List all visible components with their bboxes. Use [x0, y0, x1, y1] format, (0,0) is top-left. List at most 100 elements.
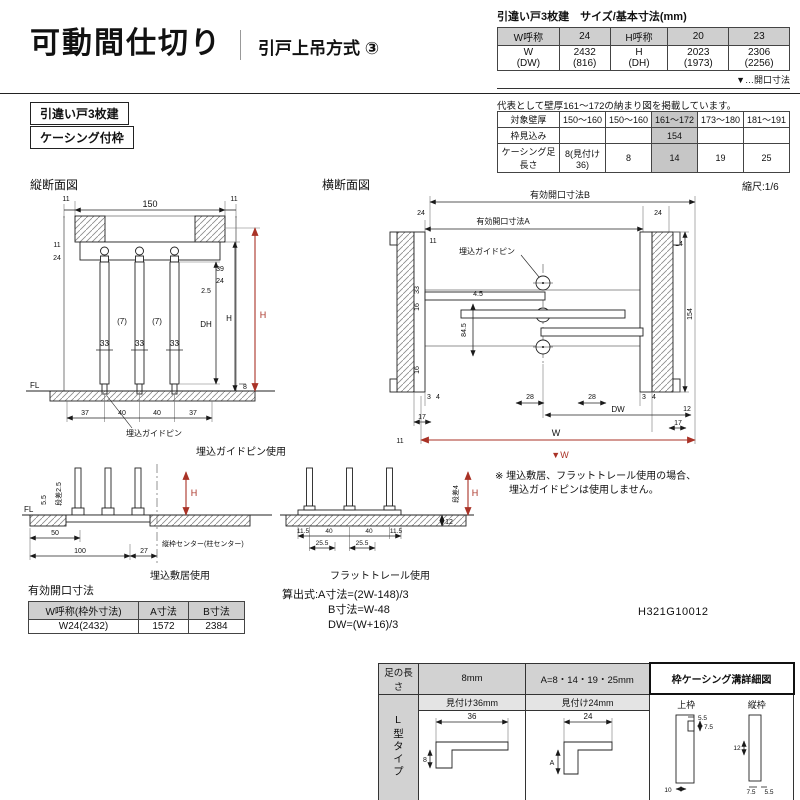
dim-25-5: 25.5: [356, 540, 369, 547]
casing-right-bottom: [672, 378, 681, 393]
casing-24-profile: 24 A: [549, 712, 613, 775]
leg-length-header: 足の長さ: [378, 662, 419, 695]
recessed-sill-detail-drawing: FL 5.5 段差2.5 H 50 100 27 縦枠センター(柱センター): [22, 464, 272, 564]
dim-11-5: 11.5: [297, 528, 310, 535]
method-number: ③: [364, 39, 380, 58]
dim-4: 4: [436, 394, 440, 401]
vsec-side-dimensions: 11 24 39 24 2.5 (7) (7) 33 33 33 DH H H …: [30, 227, 266, 392]
dim-33: 33: [414, 286, 421, 294]
dim-33: 33: [170, 339, 179, 348]
dim-DH: DH: [200, 320, 212, 329]
dim-28: 28: [588, 394, 596, 401]
dim-40: 40: [365, 528, 373, 535]
dim-11-5: 11.5: [390, 528, 403, 535]
opening-header: B寸法: [188, 601, 245, 620]
vertical-frame-label: 縦枠: [747, 700, 766, 710]
door-shoe: [131, 507, 145, 516]
wall-row-label: 対象壁厚: [497, 111, 560, 128]
wall-row-label: 枠見込み: [497, 127, 560, 144]
dim-gap-7: (7): [117, 317, 127, 326]
hanging-track: [79, 241, 221, 261]
floor-hatch: [285, 514, 467, 527]
hsec-bottom-dimensions: 3 4 17 28 28 DW 3 4 17 12 W ▼W 11: [396, 364, 696, 460]
dim-5-5: 5.5: [698, 715, 707, 722]
hsec-caption: 横断面図: [322, 178, 371, 192]
l-type-cell: L型タイプ: [378, 693, 419, 800]
opening-cell: 1572: [138, 619, 189, 634]
pin-usage-caption: 埋込ガイドピン使用: [196, 447, 286, 458]
dim-37: 37: [81, 410, 89, 417]
dim-H-red: H: [472, 488, 479, 498]
dim-opening-B: 有効開口寸法B: [530, 189, 590, 200]
det2-structure: [280, 467, 474, 527]
size-table-block: 引違い戸3枚建 サイズ/基本寸法(mm) W呼称 24 H呼称 20 23 W(…: [497, 8, 790, 89]
dim-5-5: 5.5: [764, 789, 773, 795]
opening-header: W呼称(枠外寸法): [28, 601, 139, 620]
lintel-hatch-right: [194, 215, 226, 243]
door-shoe: [343, 505, 356, 511]
face36-drawing-cell: 36 8: [418, 709, 526, 800]
dim-33: 33: [135, 339, 144, 348]
l-type-label: L型タイプ: [392, 713, 404, 778]
dim-11: 11: [429, 238, 436, 245]
formulas: 算出式:A寸法=(2W-148)/3 B寸法=W-48 DW=(W+16)/3: [282, 588, 409, 633]
jamb-left: [413, 231, 426, 393]
casing-36-profile: 36 8: [423, 712, 509, 769]
wall-cell: 25: [743, 143, 790, 173]
scale-caption: 縮尺:1/6: [742, 182, 779, 193]
casing-left-bottom: [389, 378, 398, 393]
door-shoe: [101, 507, 115, 516]
usage-note-line1: ※ 埋込敷居、フラットトレール使用の場合、: [495, 471, 697, 482]
upper-frame-detail: 5.5 7.5 10: [665, 714, 714, 794]
dim-11-right: 11: [230, 196, 237, 203]
size-col-header: 20: [667, 27, 730, 46]
wall-cell: [559, 127, 606, 144]
dim-step-4: 段差4: [451, 485, 460, 503]
floor-slab-hatch: [49, 390, 256, 402]
usage-note-line2: 埋込ガイドピンは使用しません。: [509, 485, 659, 496]
pin-leader-line: [520, 254, 540, 278]
guide-pin-label: 埋込ガイドピン: [126, 428, 182, 438]
dim-24: 24: [53, 255, 61, 262]
floor-level-label: FL: [30, 381, 40, 390]
door-shoe: [383, 505, 396, 511]
dim-84-5: 84.5: [461, 323, 468, 337]
upper-frame-profile: [675, 714, 695, 784]
door-panel: [306, 467, 313, 507]
door-panel: [74, 467, 82, 509]
size-table-title: 引違い戸3枚建 サイズ/基本寸法(mm): [497, 11, 687, 23]
vertical-frame-profile: [748, 714, 762, 782]
hanger-rollers: [100, 246, 179, 263]
dim-11: 11: [396, 438, 403, 445]
sill-usage-caption: 埋込敷居使用: [150, 571, 210, 582]
dim-opening-A: 有効開口寸法A: [476, 216, 530, 226]
leg-8mm-header: 8mm: [418, 662, 526, 695]
dim-2-5: 2.5: [201, 288, 211, 295]
size-col-header: 23: [728, 27, 790, 46]
door-panel-plan: [424, 291, 546, 301]
face36-subheader: 見付け36mm: [418, 693, 526, 711]
dim-40: 40: [118, 410, 126, 417]
dim-17: 17: [418, 414, 426, 421]
frame-type-label: ケーシング付枠: [30, 126, 134, 149]
wall-hatch-left: [396, 231, 415, 393]
flat-rail-detail-drawing: 11.5 40 40 11.5 25.5 25.5 12 段差4 H: [280, 467, 479, 551]
recessed-sill-channel: [65, 514, 151, 523]
det1-structure: [22, 464, 272, 564]
usage-note: ※ 埋込敷居、フラットトレール使用の場合、 埋込ガイドピンは使用しません。: [495, 470, 696, 498]
wall-cell: 173〜180: [697, 111, 744, 128]
size-cell: 2306(2256): [728, 45, 790, 71]
horizontal-section-drawing: 有効開口寸法B 24 有効開口寸法A 11 24 14: [389, 189, 696, 460]
page-title: 可動間仕切り: [30, 27, 222, 60]
dim-5-5: 5.5: [41, 495, 48, 505]
wall-cell: 150〜160: [605, 111, 652, 128]
hsec-structure: 埋込ガイドピン: [389, 231, 681, 393]
formula-b: B寸法=W-48: [328, 604, 390, 616]
dim-24: 24: [583, 712, 592, 721]
guide-pin-label: 埋込ガイドピン: [459, 246, 515, 256]
dim-12: 12: [445, 519, 453, 526]
dim-16: 16: [414, 366, 421, 374]
size-col-header: 24: [558, 27, 611, 46]
door-panel: [134, 261, 145, 385]
